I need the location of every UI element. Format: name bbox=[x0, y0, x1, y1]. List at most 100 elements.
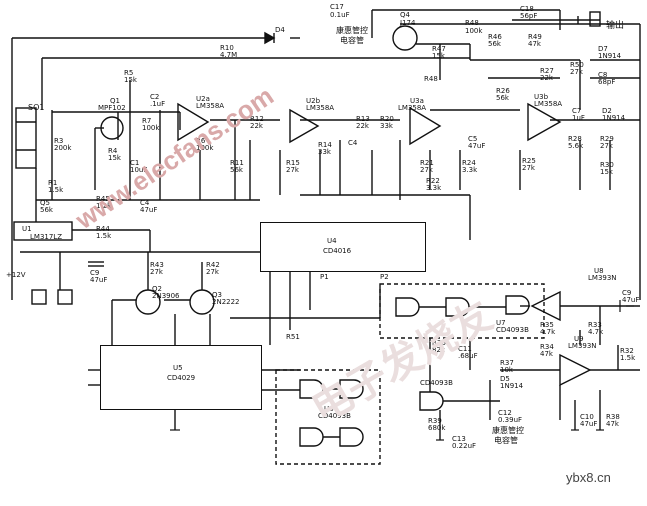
u6-label: U6 bbox=[324, 405, 334, 413]
u8-model: LM393N bbox=[588, 274, 617, 282]
r30-value: 15k bbox=[600, 168, 613, 176]
transistor-q3-icon bbox=[189, 289, 215, 315]
c9-label: C9 bbox=[90, 269, 100, 277]
d7-model: 1N914 bbox=[598, 52, 622, 60]
r6-value: 100k bbox=[196, 144, 214, 152]
watermark-site: ybx8.cn bbox=[566, 470, 611, 485]
opamp-u3a-icon bbox=[409, 106, 442, 146]
r14-label: R14 bbox=[318, 141, 332, 149]
r35-value: 4.7k bbox=[540, 328, 556, 336]
r49-label: R49 bbox=[528, 33, 542, 41]
r6-label: R6 bbox=[196, 137, 206, 145]
r7-label: R7 bbox=[142, 117, 152, 125]
c1-label: C1 bbox=[130, 159, 140, 167]
r21-label: R21 bbox=[420, 159, 434, 167]
r22-label: R22 bbox=[426, 177, 440, 185]
d2-label: D2 bbox=[602, 107, 612, 115]
note-control-bottom-2: 电容管 bbox=[494, 436, 518, 445]
u2b-label: U2b bbox=[306, 97, 321, 105]
p2-label: P2 bbox=[380, 273, 389, 281]
ic-u5: U5 CD4029 bbox=[100, 345, 262, 410]
u9-model: LM393N bbox=[568, 342, 597, 350]
u1-model: LM317LZ bbox=[30, 233, 62, 241]
r37-label: R37 bbox=[500, 359, 514, 367]
c13-label: C13 bbox=[452, 435, 466, 443]
c12-value: 0.39uF bbox=[498, 416, 523, 424]
r13-value: 22k bbox=[356, 122, 369, 130]
note-control-top-2: 电容管 bbox=[340, 36, 364, 45]
u3a-label: U3a bbox=[410, 97, 424, 105]
r20-value: 33k bbox=[380, 122, 393, 130]
r5-label: R5 bbox=[124, 69, 134, 77]
r47-label: R47 bbox=[432, 45, 446, 53]
q4-label: Q4 bbox=[400, 11, 410, 19]
r38-label: R38 bbox=[606, 413, 620, 421]
nand-gate-icon bbox=[419, 391, 444, 411]
u8-label: U8 bbox=[594, 267, 604, 275]
r15-value: 27k bbox=[286, 166, 299, 174]
c4-label: C4 bbox=[140, 199, 150, 207]
r45-label: R45 bbox=[96, 195, 110, 203]
q1-label: Q1 bbox=[110, 97, 120, 105]
r47-value: 15k bbox=[432, 52, 445, 60]
nand-gate-icon bbox=[445, 297, 470, 317]
nand-gate-icon bbox=[299, 379, 324, 399]
r10-label: R10 bbox=[220, 44, 234, 52]
r24-value: 3.3k bbox=[462, 166, 478, 174]
c1-value: 10uF bbox=[130, 166, 148, 174]
r48b-label: R48 bbox=[424, 75, 438, 83]
c2-value: .1uF bbox=[150, 100, 166, 108]
u7-package-outline bbox=[379, 283, 545, 339]
ic-u4: U4 CD4016 bbox=[260, 222, 426, 272]
r48-value: 100k bbox=[465, 27, 483, 35]
r28-value: 5.6k bbox=[568, 142, 584, 150]
q5-value: 56k bbox=[40, 206, 53, 214]
r50-label: R50 bbox=[570, 61, 584, 69]
c9-value: 47uF bbox=[90, 276, 108, 284]
c17-label: C17 bbox=[330, 3, 344, 11]
r51-label: R51 bbox=[286, 333, 300, 341]
c5-label: C5 bbox=[468, 135, 478, 143]
r42-label: R42 bbox=[206, 261, 220, 269]
u3b-label: U3b bbox=[534, 93, 549, 101]
c17-value: 0.1uF bbox=[330, 11, 350, 19]
diode-d4-icon bbox=[264, 31, 276, 45]
u4-model: CD4016 bbox=[323, 247, 352, 255]
nand-gate-icon bbox=[505, 295, 530, 315]
r32-value: 1.5k bbox=[620, 354, 636, 362]
r34-value: 47k bbox=[540, 350, 553, 358]
c8-value: 68pF bbox=[598, 78, 616, 86]
r21-value: 27k bbox=[420, 166, 433, 174]
comparator-u8-icon bbox=[530, 290, 561, 322]
r48-label: R48 bbox=[465, 19, 479, 27]
q3-model: 2N2222 bbox=[212, 298, 240, 306]
r34-label: R34 bbox=[540, 343, 554, 351]
r10-value: 4.7M bbox=[220, 51, 238, 59]
r4-value: 15k bbox=[108, 154, 121, 162]
d2-model: 1N914 bbox=[602, 114, 626, 122]
q2-label: Q2 bbox=[152, 285, 162, 293]
so1-label: SO1 bbox=[28, 103, 45, 112]
r3-value: 200k bbox=[54, 144, 72, 152]
opamp-u3b-icon bbox=[527, 102, 562, 142]
c11-label: C11 bbox=[458, 345, 472, 353]
r29-value: 27k bbox=[600, 142, 613, 150]
r39-value: 680k bbox=[428, 424, 446, 432]
u9-label: U9 bbox=[574, 335, 584, 343]
c2-label: C2 bbox=[150, 93, 160, 101]
c9b-label: C9 bbox=[622, 289, 632, 297]
r12-value: 22k bbox=[250, 122, 263, 130]
c8-label: C8 bbox=[598, 71, 608, 79]
opamp-u2a-icon bbox=[177, 102, 210, 142]
c7-label: C7 bbox=[572, 107, 582, 115]
c11-value: .68uF bbox=[458, 352, 478, 360]
output-jack-icon bbox=[589, 11, 601, 27]
q4-model: J174 bbox=[400, 19, 416, 27]
u7-model: CD4093B bbox=[496, 326, 529, 334]
note-output: 输出 bbox=[606, 21, 625, 31]
r30-label: R30 bbox=[600, 161, 614, 169]
u3b-model: LM358A bbox=[534, 100, 563, 108]
u1-label: U1 bbox=[22, 225, 32, 233]
c13-value: 0.22uF bbox=[452, 442, 477, 450]
u4-ref: U4 bbox=[327, 237, 337, 245]
